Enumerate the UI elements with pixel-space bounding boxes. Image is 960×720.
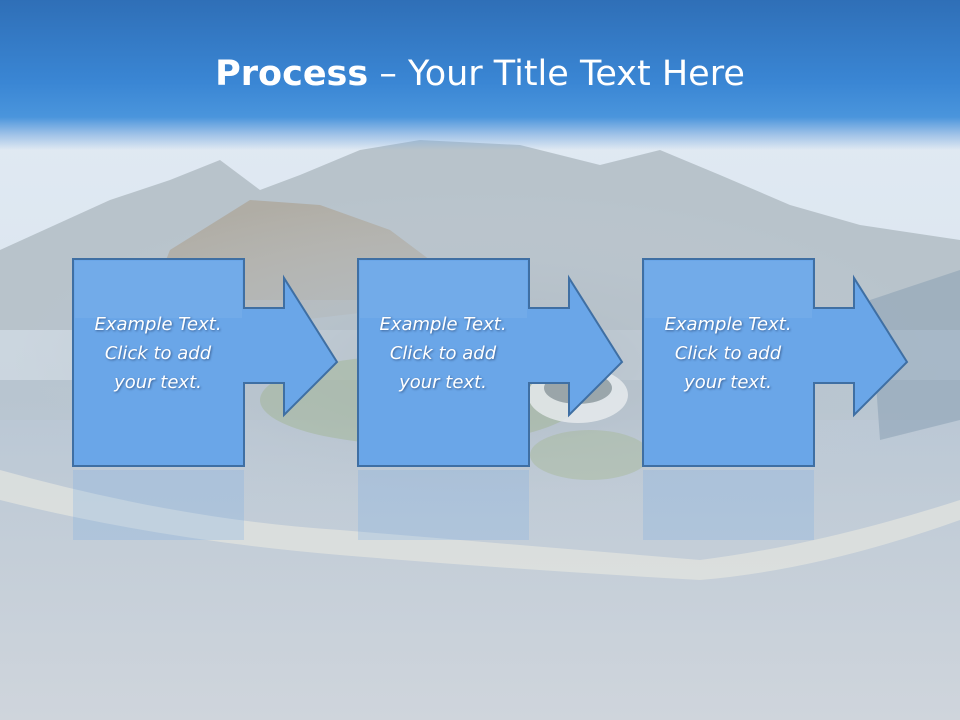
process-step-3[interactable]: Example Text. Click to add your text. bbox=[642, 258, 927, 478]
step-text[interactable]: Example Text. Click to add your text. bbox=[379, 314, 507, 393]
step-text[interactable]: Example Text. Click to add your text. bbox=[94, 314, 222, 393]
slide-title[interactable]: Process – Your Title Text Here bbox=[0, 52, 960, 96]
title-band bbox=[0, 0, 960, 150]
arrow-box-shape bbox=[72, 258, 339, 467]
step-reflection bbox=[73, 470, 244, 540]
step-reflection bbox=[358, 470, 529, 540]
title-rest: – Your Title Text Here bbox=[368, 54, 745, 94]
process-step-1[interactable]: Example Text. Click to add your text. bbox=[72, 258, 357, 478]
title-bold: Process bbox=[215, 54, 369, 94]
arrow-box-shape bbox=[642, 258, 909, 467]
step-reflection bbox=[643, 470, 814, 540]
process-step-2[interactable]: Example Text. Click to add your text. bbox=[357, 258, 642, 478]
step-text[interactable]: Example Text. Click to add your text. bbox=[664, 314, 792, 393]
arrow-box-shape bbox=[357, 258, 624, 467]
